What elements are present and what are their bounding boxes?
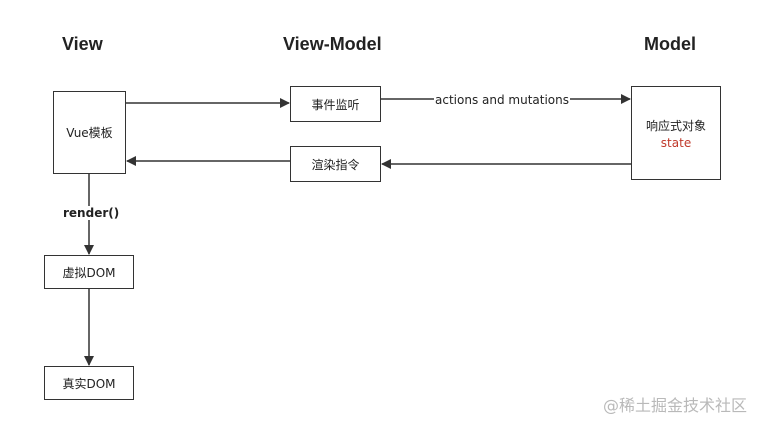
vue-template-node: Vue模板 — [53, 91, 126, 174]
vue-template-label: Vue模板 — [66, 126, 113, 140]
watermark-text: @稀土掘金技术社区 — [602, 396, 747, 415]
real-dom-label: 真实DOM — [62, 376, 116, 391]
virtual-dom-label: 虚拟DOM — [62, 265, 116, 280]
state-label: state — [660, 135, 692, 150]
event-listen-label: 事件监听 — [311, 97, 360, 112]
reactive-object-node: 响应式对象 state — [631, 86, 721, 180]
render-directive-node: 渲染指令 — [290, 146, 381, 182]
column-title-model: Model — [644, 34, 696, 54]
virtual-dom-node: 虚拟DOM — [44, 255, 134, 289]
reactive-object-label: 响应式对象 — [645, 118, 706, 133]
render-call-label: render() — [63, 206, 120, 220]
event-listen-node: 事件监听 — [290, 86, 381, 122]
real-dom-node: 真实DOM — [44, 366, 134, 400]
column-title-view-model: View-Model — [283, 34, 382, 54]
column-title-view: View — [62, 34, 103, 54]
actions-mutations-label: actions and mutations — [434, 93, 570, 107]
render-directive-label: 渲染指令 — [311, 157, 360, 172]
